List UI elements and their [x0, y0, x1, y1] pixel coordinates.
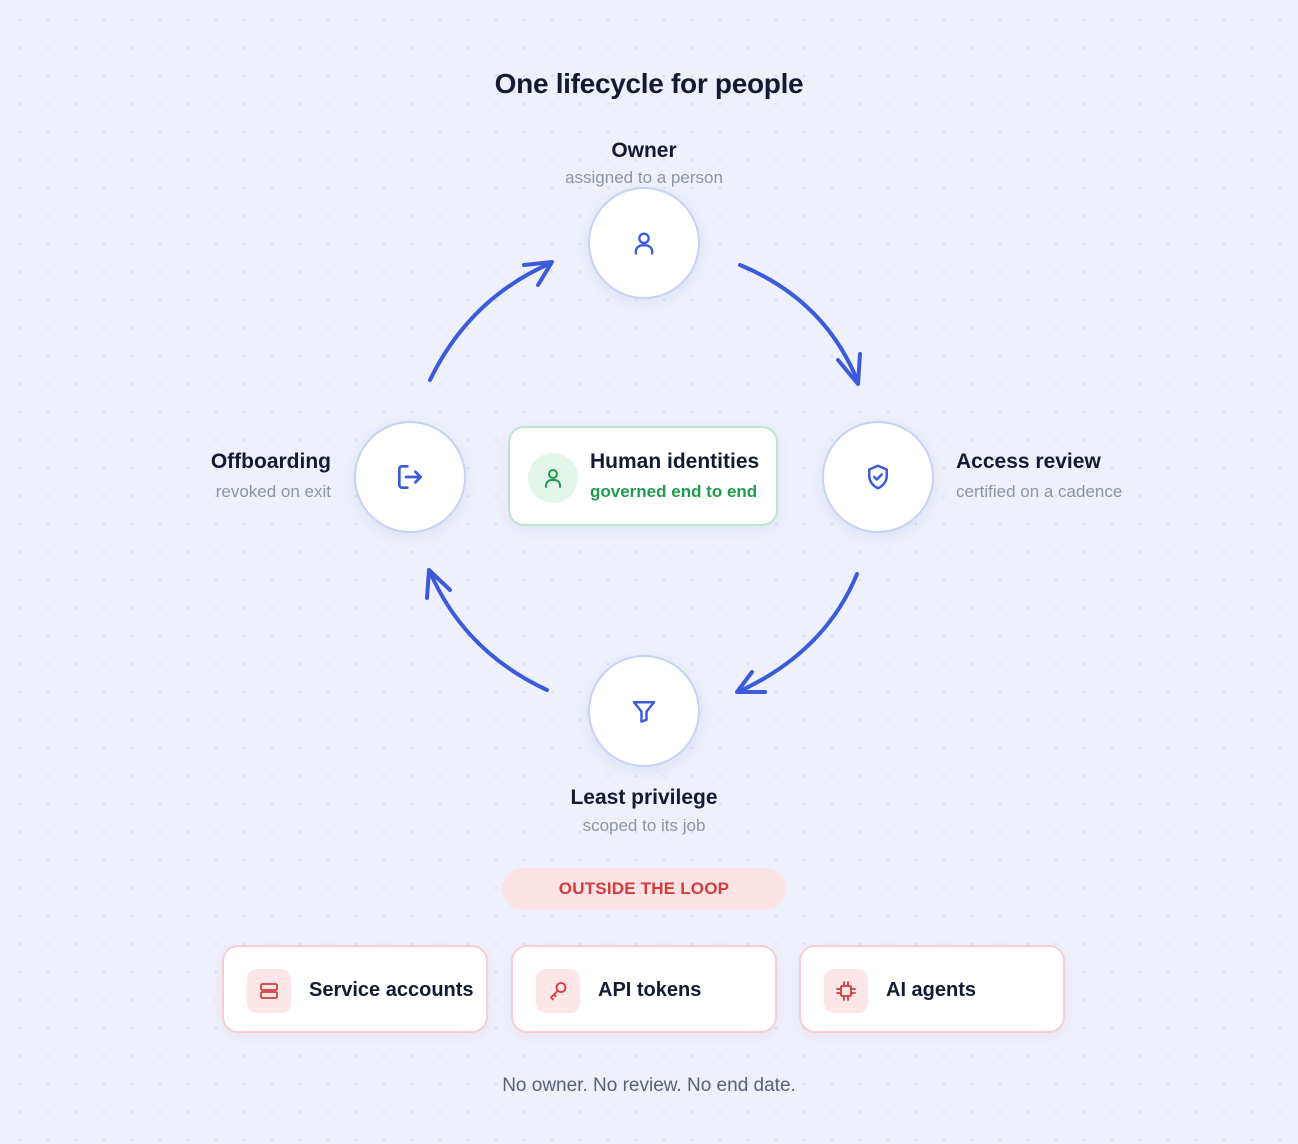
ai-agents-label: AI agents — [886, 979, 977, 1001]
logout-icon — [398, 465, 422, 489]
offboarding-node — [354, 421, 466, 533]
arrow-least-to-offboarding — [425, 568, 549, 692]
service-accounts-label: Service accounts — [309, 979, 474, 1001]
card-icon-badge — [824, 969, 868, 1013]
shield-check-icon — [868, 464, 888, 490]
arrow-offboarding-to-owner — [428, 260, 554, 382]
card-icon-badge — [536, 969, 580, 1013]
ai-agents-card: AI agents — [799, 945, 1065, 1033]
access-review-node — [822, 421, 934, 533]
footer-note: No owner. No review. No end date. — [502, 1075, 796, 1096]
outside-the-loop-badge: OUTSIDE THE LOOP — [502, 868, 786, 910]
card-icon-badge — [247, 969, 291, 1013]
human-identities-card: Human identities governed end to end — [508, 426, 778, 526]
page-title: One lifecycle for people — [494, 68, 804, 99]
offboarding-subtitle: revoked on exit — [215, 482, 331, 501]
filter-icon — [632, 701, 656, 723]
hub-title: Human identities — [590, 450, 760, 473]
owner-subtitle: assigned to a person — [565, 168, 723, 187]
least-privilege-node — [588, 655, 700, 767]
arrow-owner-to-review — [738, 263, 862, 386]
chip-icon — [836, 981, 856, 1001]
user-icon — [634, 232, 654, 255]
offboarding-title: Offboarding — [210, 450, 331, 473]
least-privilege-subtitle: scoped to its job — [582, 816, 706, 835]
access-review-title: Access review — [956, 450, 1101, 473]
api-tokens-card: API tokens — [511, 945, 777, 1033]
access-review-subtitle: certified on a cadence — [956, 482, 1123, 501]
user-icon — [545, 469, 561, 488]
hub-icon-badge — [528, 453, 578, 503]
owner-node — [588, 187, 700, 299]
api-tokens-label: API tokens — [598, 979, 702, 1001]
owner-title: Owner — [611, 139, 677, 162]
least-privilege-title: Least privilege — [570, 786, 718, 809]
arrow-review-to-least — [735, 572, 859, 694]
service-accounts-card: Service accounts — [222, 945, 488, 1033]
server-icon — [260, 983, 278, 999]
hub-subtitle: governed end to end — [590, 482, 758, 501]
key-icon — [550, 982, 567, 1001]
